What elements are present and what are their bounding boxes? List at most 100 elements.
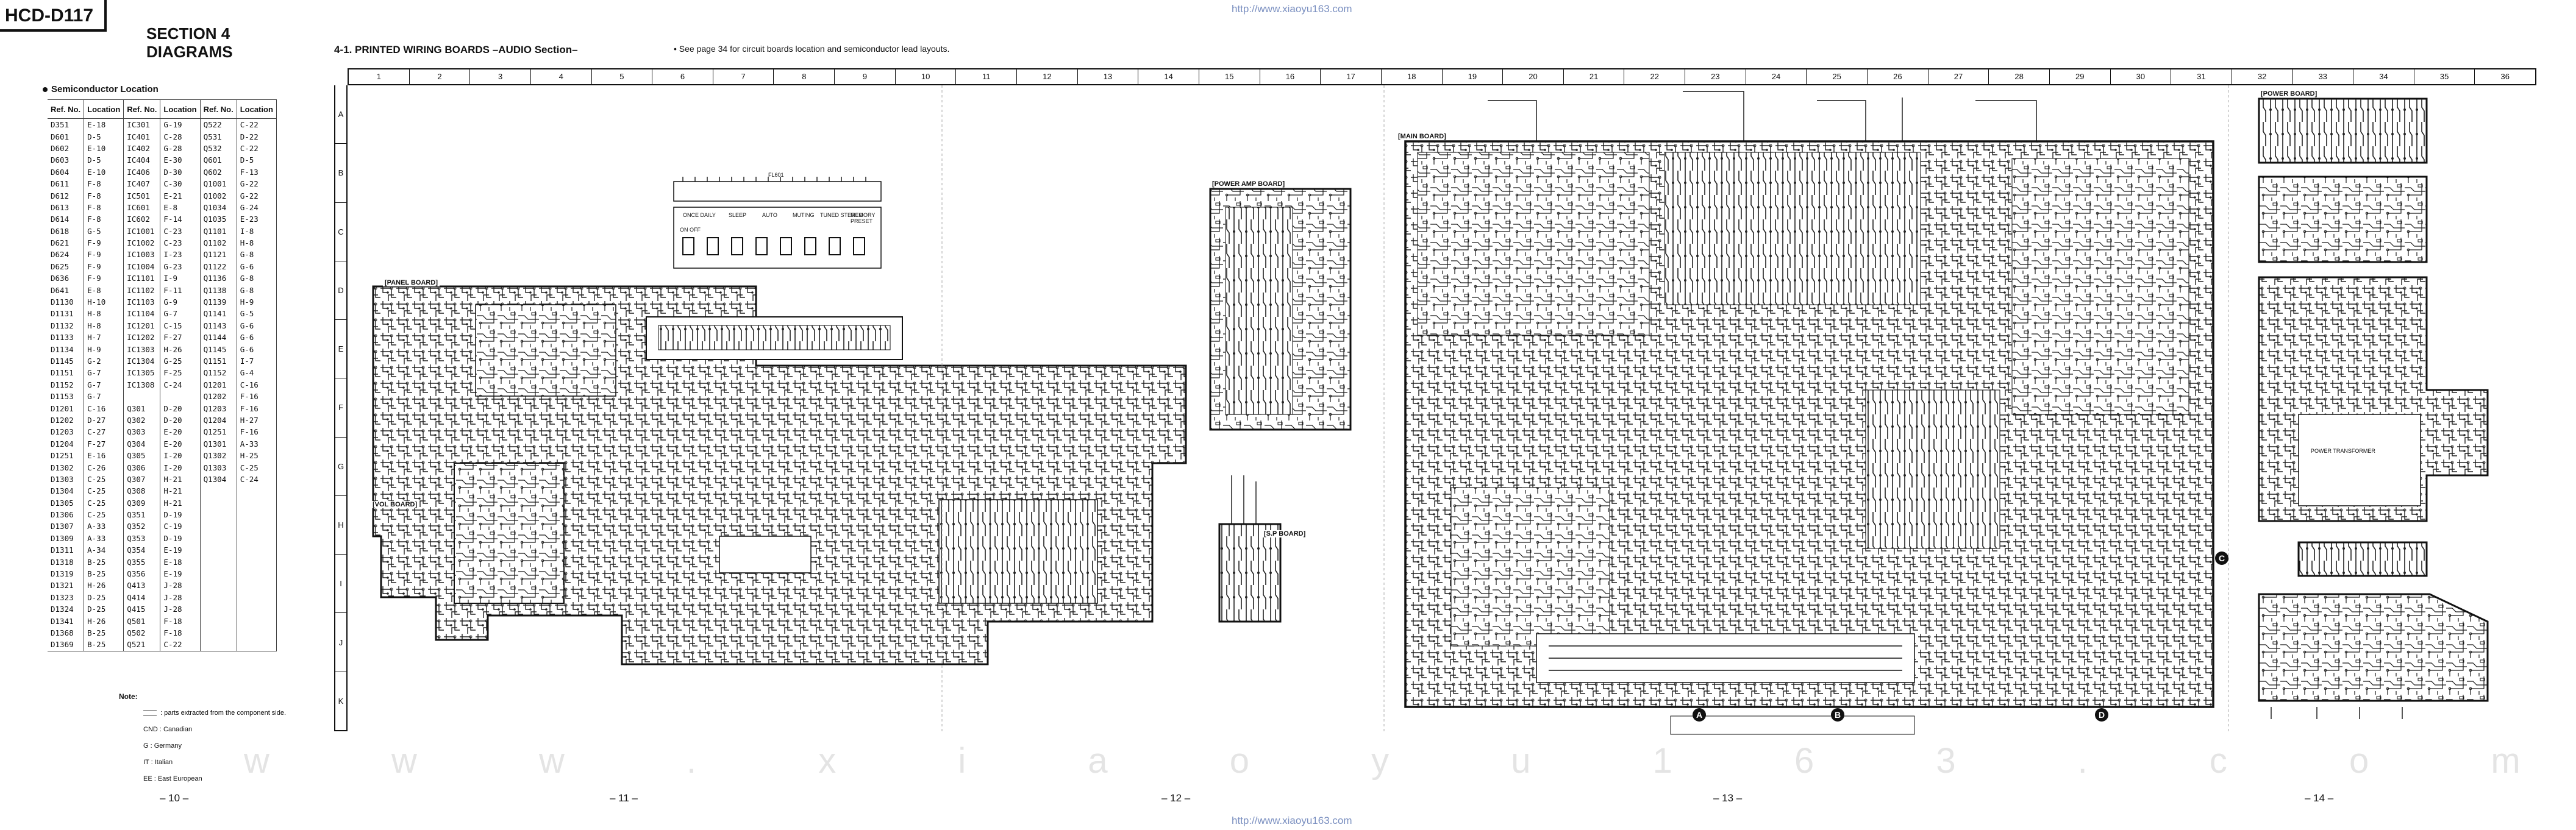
location-cell: H-26 xyxy=(84,615,124,627)
sp-board xyxy=(1218,475,1282,623)
location-cell: E-8 xyxy=(160,201,201,214)
location-cell: G-2 xyxy=(84,355,124,367)
ref-number-cell: Q302 xyxy=(123,414,161,427)
display-label: ON OFF xyxy=(680,227,701,233)
location-cell: C-25 xyxy=(84,497,124,509)
location-cell: E-18 xyxy=(84,118,124,131)
ref-number-cell: Q354 xyxy=(123,544,161,556)
location-cell: H-21 xyxy=(160,497,201,509)
connector-marker-a: A xyxy=(1693,708,1706,722)
location-cell xyxy=(237,508,277,521)
location-cell: G-6 xyxy=(237,319,277,332)
location-cell: F-27 xyxy=(84,438,124,450)
column-index: 6 xyxy=(652,69,713,84)
column-index: 33 xyxy=(2293,69,2354,84)
location-cell: D-19 xyxy=(160,508,201,521)
table-header-row: Ref. No. Location Ref. No. Location Ref.… xyxy=(48,99,277,119)
ref-number-cell: D641 xyxy=(48,284,85,296)
location-cell: F-8 xyxy=(84,177,124,190)
column-index: 5 xyxy=(592,69,653,84)
location-cell: G-4 xyxy=(237,367,277,379)
ref-number-cell: D618 xyxy=(48,225,85,237)
notes: Note: : parts extracted from the compone… xyxy=(119,689,286,787)
ref-number-cell: Q414 xyxy=(123,591,161,604)
location-cell: F-8 xyxy=(84,190,124,202)
location-cell: D-25 xyxy=(84,591,124,604)
ref-number-cell: IC402 xyxy=(123,142,161,155)
ref-number-cell: IC1004 xyxy=(123,260,161,273)
location-cell: E-16 xyxy=(84,449,124,462)
location-cell: H-21 xyxy=(160,473,201,486)
location-cell: B-25 xyxy=(84,626,124,639)
location-cell: G-8 xyxy=(237,272,277,285)
location-cell: A-33 xyxy=(84,532,124,545)
section-title: DIAGRAMS xyxy=(146,43,233,61)
location-cell: J-28 xyxy=(160,603,201,615)
location-cell: F-16 xyxy=(237,402,277,414)
ref-number-cell: Q522 xyxy=(200,118,237,131)
watermark-url-bottom[interactable]: http://www.xiaoyu163.com xyxy=(1232,815,1352,826)
location-cell: G-22 xyxy=(237,177,277,190)
ref-number-cell: D1368 xyxy=(48,626,85,639)
ref-number-cell: Q306 xyxy=(123,461,161,474)
column-index: 10 xyxy=(896,69,957,84)
location-cell: D-5 xyxy=(84,154,124,166)
location-cell: I-20 xyxy=(160,449,201,462)
location-cell: I-9 xyxy=(160,272,201,285)
ref-number-cell xyxy=(123,390,161,403)
power-board-label: [POWER BOARD] xyxy=(2259,90,2319,98)
ref-number-cell: IC1003 xyxy=(123,249,161,261)
ref-number-cell: Q351 xyxy=(123,508,161,521)
ref-number-cell: Q1202 xyxy=(200,390,237,403)
ref-number-cell xyxy=(200,556,237,568)
location-cell: E-20 xyxy=(160,438,201,450)
display-label: SLEEP xyxy=(729,212,747,218)
page-number: – 12 – xyxy=(1161,792,1191,804)
row-index: I xyxy=(335,555,346,614)
ref-number-cell: IC1202 xyxy=(123,332,161,344)
location-cell: C-23 xyxy=(160,225,201,237)
row-index: D xyxy=(335,261,346,321)
column-index: 27 xyxy=(1928,69,1989,84)
diagram-note: • See page 34 for circuit boards locatio… xyxy=(674,44,950,54)
ref-number-cell: D1307 xyxy=(48,520,85,533)
location-cell: H-7 xyxy=(84,332,124,344)
col-header-loc: Location xyxy=(237,99,277,119)
watermark-url-top[interactable]: http://www.xiaoyu163.com xyxy=(1232,3,1352,15)
ref-number-cell: Q356 xyxy=(123,567,161,580)
ref-number-cell: D611 xyxy=(48,177,85,190)
connector-marker-c: C xyxy=(2215,552,2228,565)
location-cell xyxy=(237,591,277,604)
location-cell: G-6 xyxy=(237,343,277,355)
column-index: 30 xyxy=(2111,69,2172,84)
location-cell: E-8 xyxy=(84,284,124,296)
ref-number-cell: Q413 xyxy=(123,580,161,592)
ref-number-cell: D1145 xyxy=(48,355,85,367)
ref-number-cell: Q1301 xyxy=(200,438,237,450)
ref-number-cell xyxy=(200,603,237,615)
ref-number-cell: Q415 xyxy=(123,603,161,615)
location-cell: C-23 xyxy=(160,236,201,249)
ref-number-cell: IC602 xyxy=(123,213,161,225)
ref-number-cell: Q502 xyxy=(123,626,161,639)
semiconductor-table: Ref. No. Location Ref. No. Location Ref.… xyxy=(48,99,277,651)
location-cell: F-16 xyxy=(237,426,277,438)
column-index: 15 xyxy=(1199,69,1260,84)
column-index: 35 xyxy=(2414,69,2475,84)
location-cell xyxy=(237,556,277,568)
location-cell: E-10 xyxy=(84,142,124,155)
column-index: 13 xyxy=(1078,69,1139,84)
ref-number-cell: D625 xyxy=(48,260,85,273)
location-cell: C-24 xyxy=(160,378,201,391)
row-index: B xyxy=(335,144,346,203)
